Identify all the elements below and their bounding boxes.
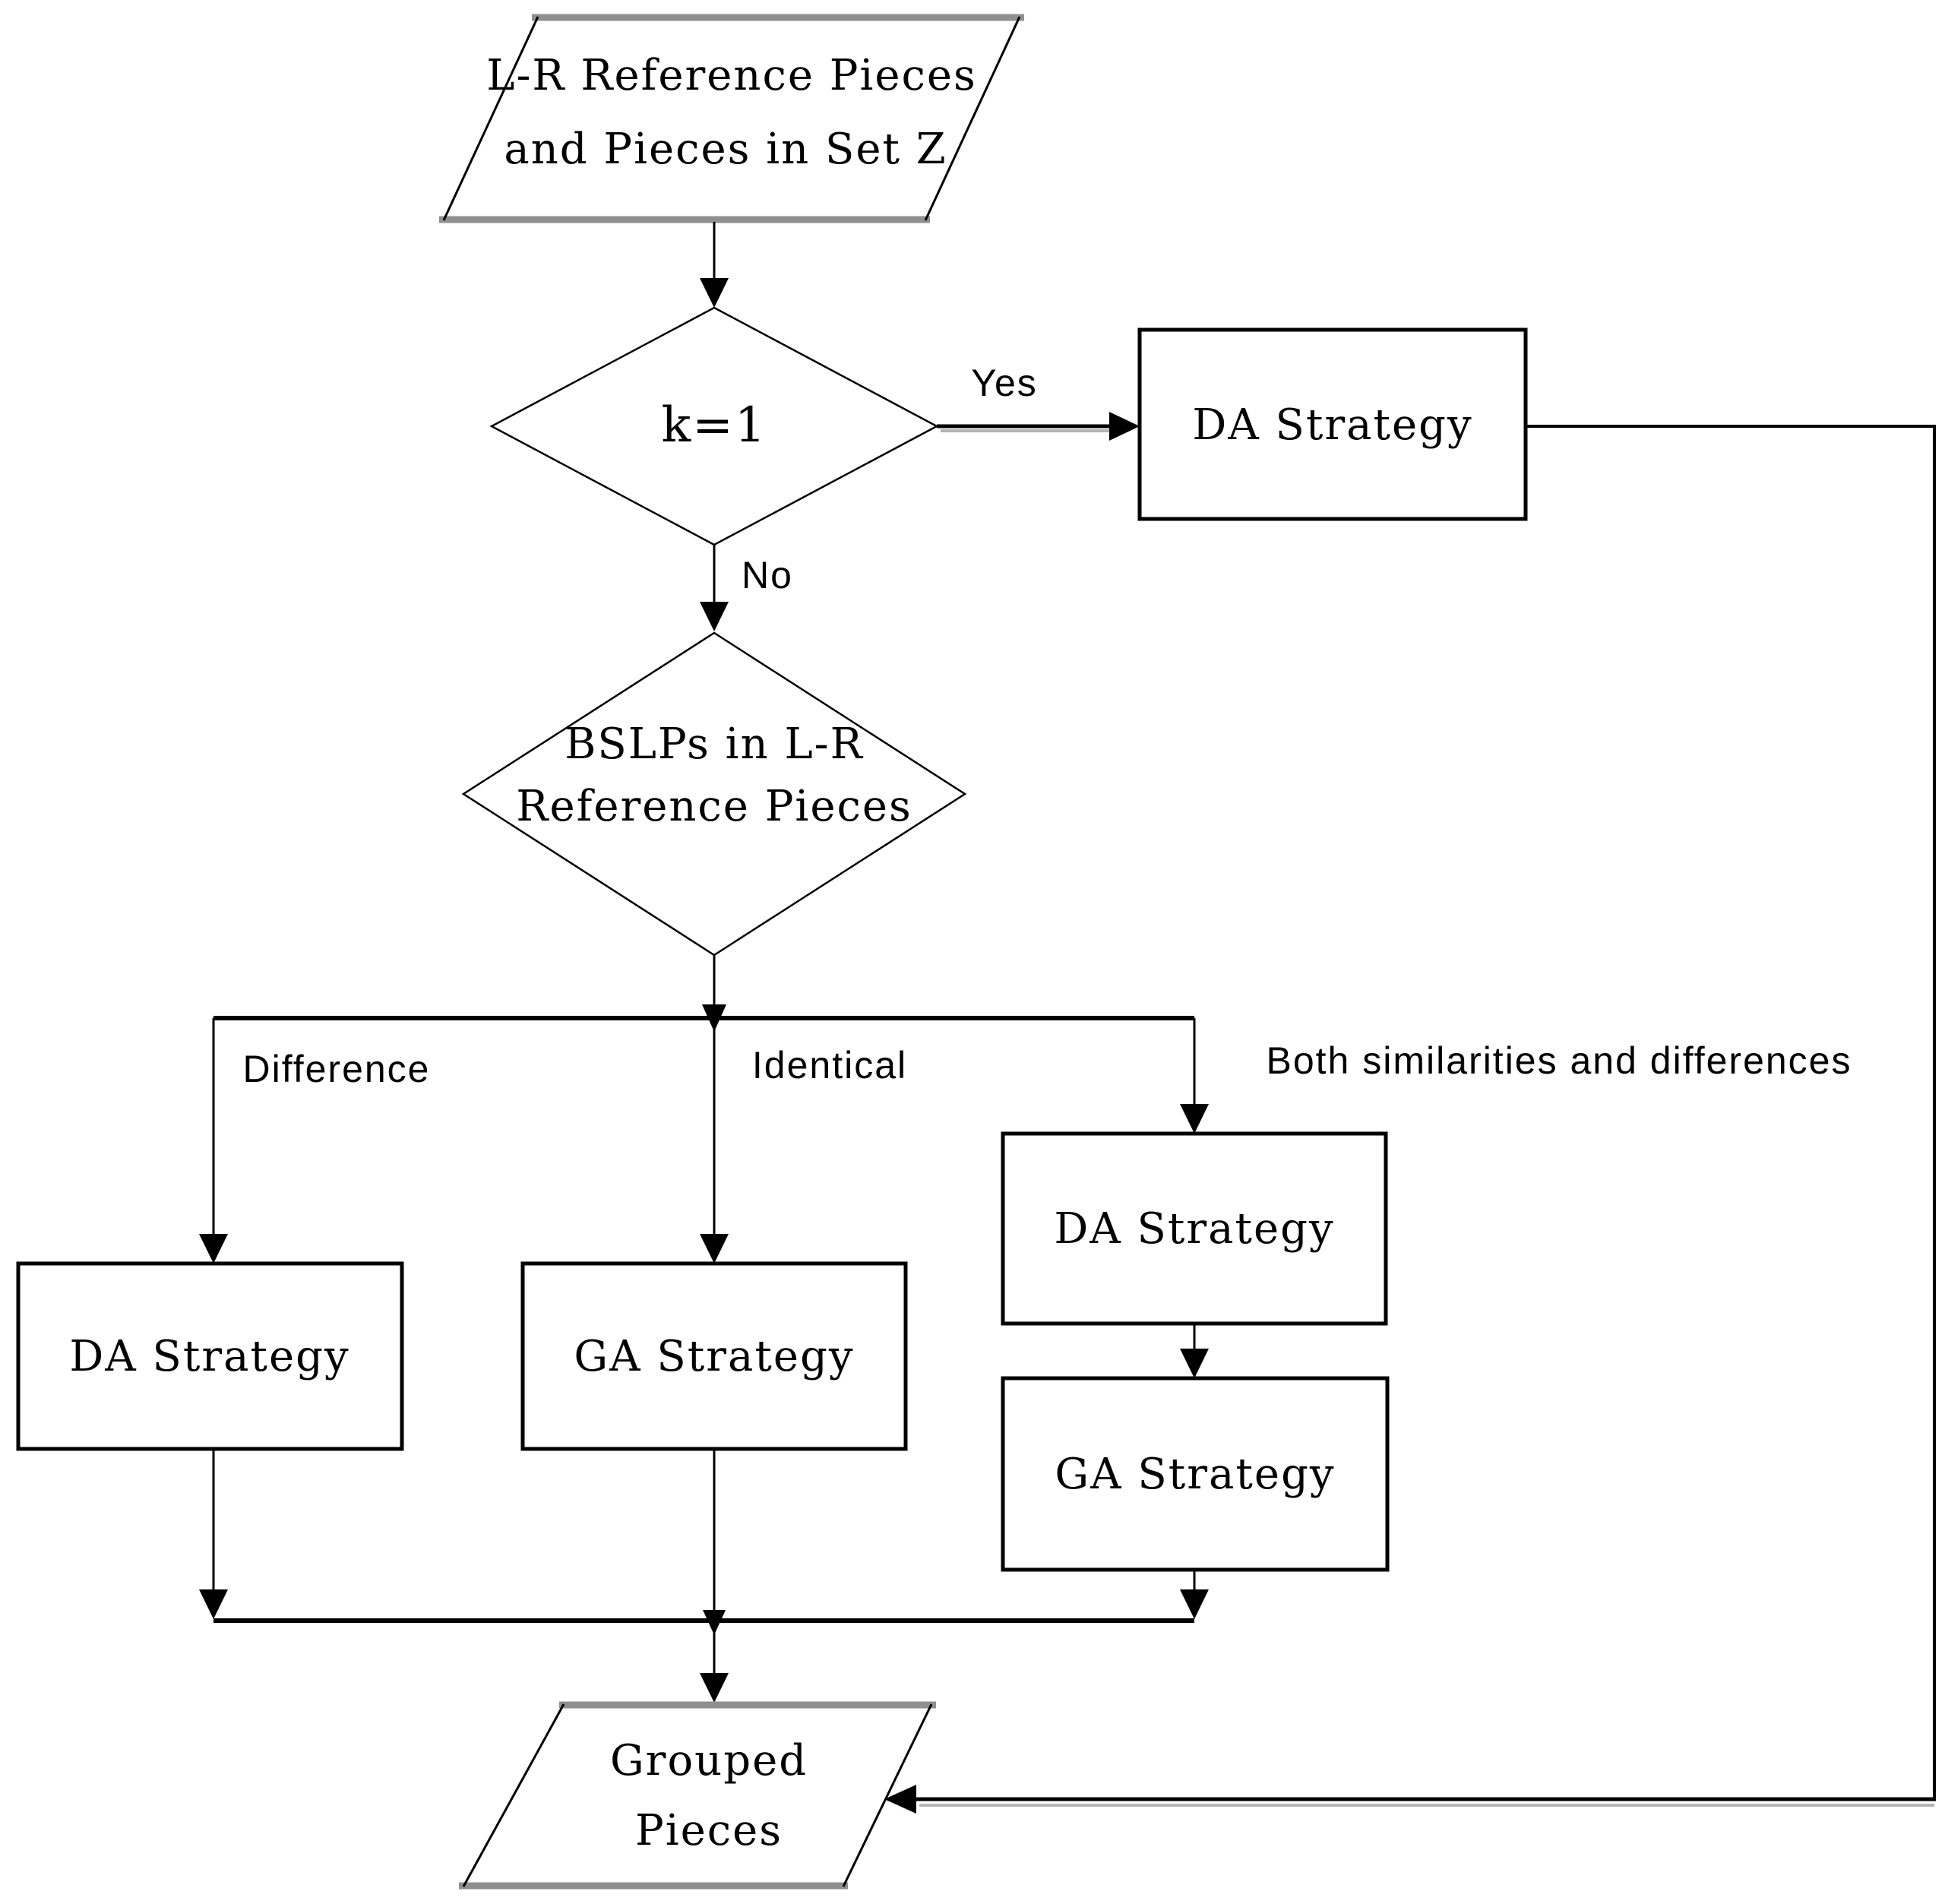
da-strategy-top-label: DA Strategy [1192,400,1473,450]
arrowhead-into-output [884,1785,916,1814]
output-parallelogram-fill [463,1704,931,1887]
edge-label-yes: Yes [971,362,1038,404]
edge-da-right-to-ga-right [1180,1324,1209,1378]
input-parallelogram-right-edge [924,16,1021,221]
edge-both-branch [1180,1018,1209,1134]
edge-label-identical: Identical [751,1044,908,1086]
edge-yes [937,412,1140,441]
edge-branch-split [213,955,1194,1032]
edge-label-both: Both similarities and differences [1266,1039,1852,1082]
output-parallelogram-right-edge [842,1703,933,1887]
decision-bslps-label-line1: BSLPs in L-R [565,720,864,769]
node-output-parallelogram [459,1701,936,1890]
arrowhead-into-da-left [199,1234,228,1264]
arrowhead-into-decision-bslps [700,602,729,631]
decision-k-label: k=1 [661,397,767,454]
edge-identical-branch [700,1018,729,1264]
output-label-line2: Pieces [635,1806,783,1855]
input-label-line1: L-R Reference Pieces [486,51,977,100]
da-strategy-right-label: DA Strategy [1054,1204,1335,1254]
arrowhead-into-da-top [1109,412,1140,441]
input-parallelogram-fill [444,17,1020,220]
ga-strategy-middle-label: GA Strategy [574,1332,855,1381]
node-da-strategy-left-rect [16,1261,404,1451]
input-parallelogram-left-edge [442,16,539,221]
edge-converge [199,1449,1209,1703]
edge-input-to-decision-k [700,222,729,308]
arrowhead-into-output-top [700,1673,729,1703]
arrowhead-converge-right [1180,1589,1209,1619]
decision-bslps-label-line2: Reference Pieces [516,782,912,831]
node-da-strategy-top-rect [1137,327,1528,521]
node-input-parallelogram [439,14,1024,223]
edge-no [700,545,729,631]
input-label-line2: and Pieces in Set Z [504,125,947,174]
arrowhead-converge-left [199,1589,228,1619]
arrowhead-into-da-right [1180,1104,1209,1134]
arrowhead-into-decision-k [700,278,729,308]
arrowhead-into-ga-right [1180,1349,1209,1378]
arrowhead-into-ga-middle [700,1234,729,1264]
node-da-strategy-right-rect [1001,1131,1388,1326]
edge-label-no: No [742,554,793,596]
da-strategy-left-label: DA Strategy [69,1332,350,1381]
output-label-line1: Grouped [609,1736,808,1785]
edge-label-difference: Difference [242,1048,431,1090]
edge-difference-branch [199,1018,228,1264]
output-parallelogram-left-edge [462,1703,565,1887]
ga-strategy-right-label: GA Strategy [1055,1450,1336,1499]
node-ga-strategy-middle-rect [520,1261,908,1451]
edge-yes-return-path [884,425,1936,1814]
